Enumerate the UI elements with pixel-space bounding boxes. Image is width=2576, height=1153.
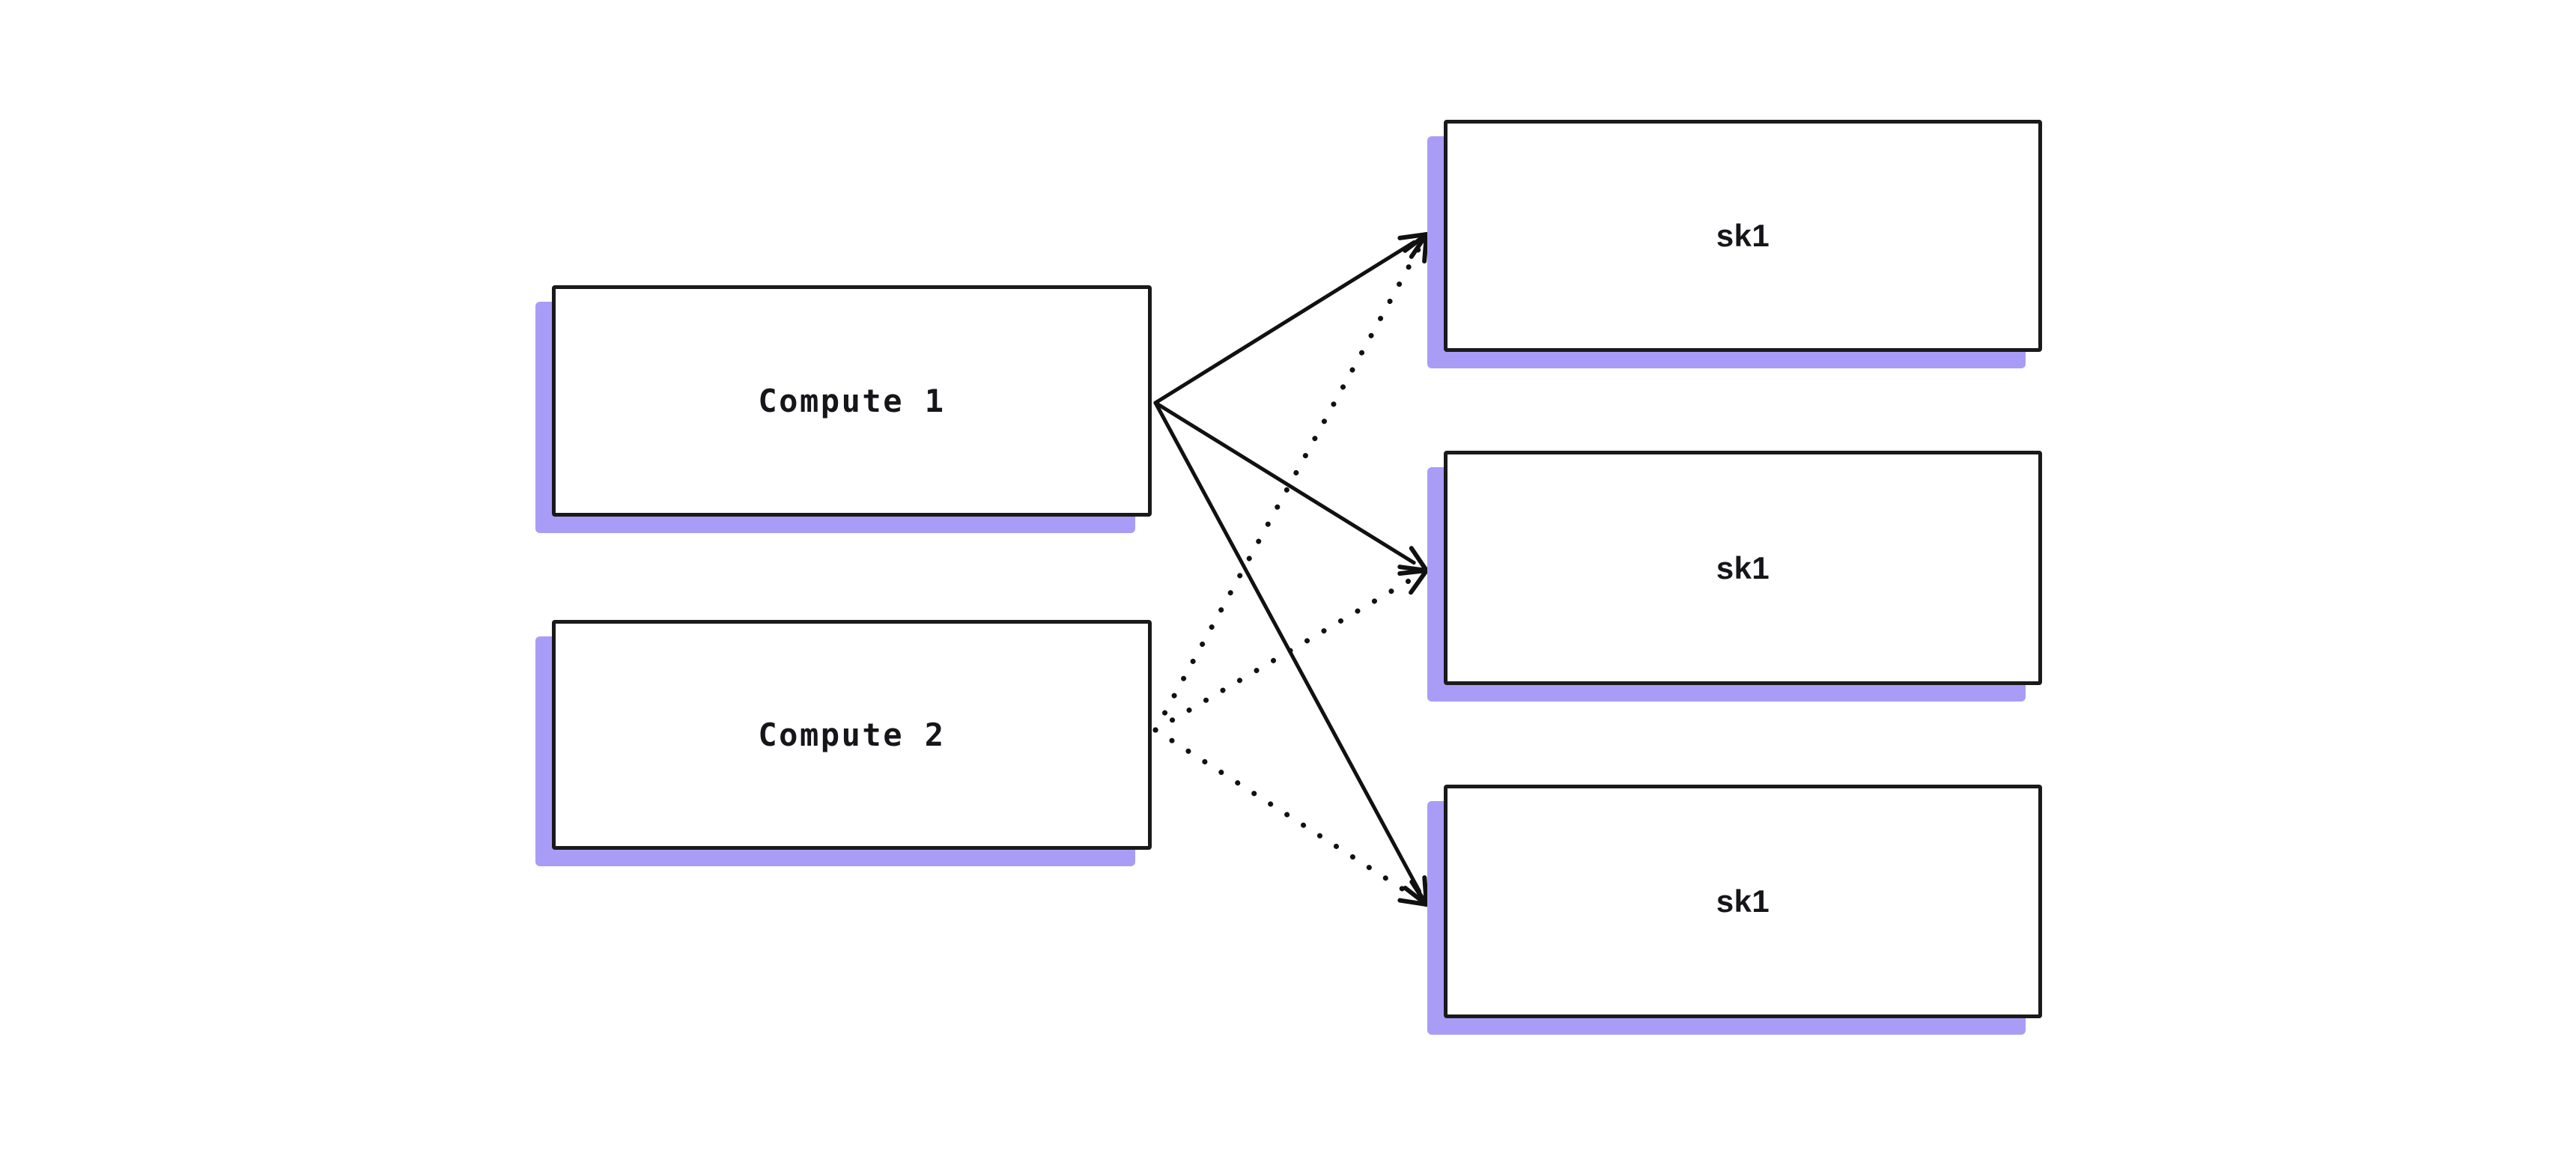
edge-dotted [1152,575,1417,733]
node-box: Compute 2 [552,620,1152,850]
node-label: sk1 [1716,883,1770,919]
node-compute-1[interactable]: Compute 1 [535,285,1152,533]
node-box: sk1 [1444,451,2042,685]
node-box: sk1 [1444,785,2042,1018]
arrowhead [1397,568,1429,595]
node-box: sk1 [1444,120,2042,352]
edge-solid [1153,240,1416,405]
node-sk1-top[interactable]: sk1 [1427,120,2042,368]
edge-solid [1153,401,1416,565]
edge-solid [1153,401,1422,894]
node-sk1-middle[interactable]: sk1 [1427,451,2042,702]
node-label: sk1 [1716,218,1770,253]
node-label: Compute 2 [758,717,946,753]
node-label: Compute 1 [758,383,946,419]
edge-dotted [1152,244,1423,733]
node-compute-2[interactable]: Compute 2 [535,620,1152,866]
edge-dotted [1152,727,1417,899]
arrowhead [1397,546,1429,573]
node-box: Compute 1 [552,285,1152,517]
arrowhead [1403,232,1429,264]
arrowhead [1397,879,1429,907]
node-sk1-bottom[interactable]: sk1 [1427,785,2042,1035]
node-label: sk1 [1716,550,1770,585]
